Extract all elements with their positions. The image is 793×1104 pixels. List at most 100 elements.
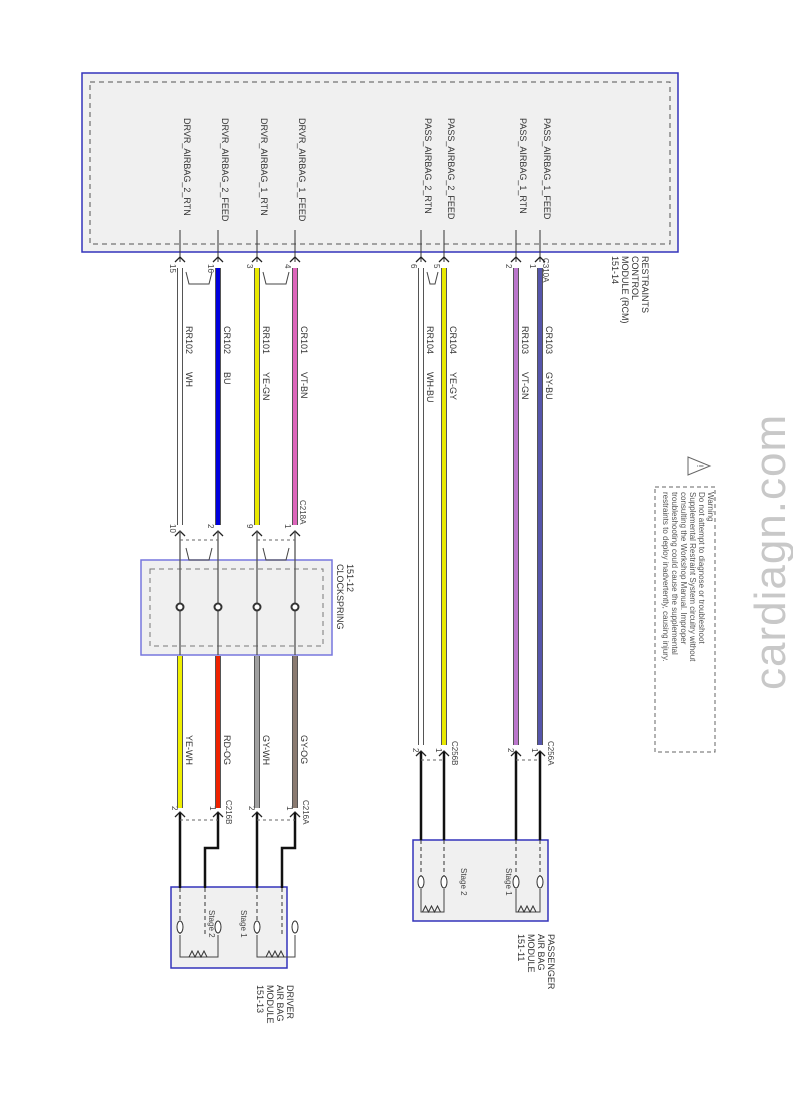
- passenger-module-name-line: MODULE: [526, 934, 536, 973]
- connector-arrow: [251, 256, 263, 263]
- wire-color-label: YE-GN: [261, 372, 271, 401]
- driver-module-name-line: DRIVER: [285, 985, 295, 1020]
- pin-number: 1: [530, 748, 539, 753]
- circuit-label: CR102: [222, 326, 232, 354]
- squib-body: [179, 935, 219, 958]
- warning-exclamation-icon: !: [695, 465, 705, 468]
- warning-line: Warning: [706, 492, 715, 522]
- wire-color-label: GY-BU: [544, 372, 554, 400]
- pin-number: 10: [168, 524, 177, 533]
- warning-triangle-icon: [687, 456, 712, 476]
- clockspring-name: CLOCKSPRING 151-12: [335, 564, 355, 630]
- pin-number: 2: [206, 524, 215, 529]
- warning-line: restraints to deploy inadvertently, caus…: [661, 492, 670, 662]
- pin-number: 1: [434, 748, 443, 753]
- connector-arrow: [510, 750, 522, 757]
- wire-color-label: WH-BU: [425, 372, 435, 403]
- squib-pin-icon: [291, 920, 299, 934]
- pin-number: 2: [247, 806, 256, 811]
- passenger-airbag-module: Stage 2 Stage 1 PASSENGER AIR BAG MODULE…: [412, 839, 556, 990]
- squib-pin-icon: [214, 920, 222, 934]
- pin-number: 2: [504, 264, 513, 269]
- circuit-label: CR104: [448, 326, 458, 354]
- c216a-label: C216A: [301, 800, 310, 825]
- clockspring-contact-icon: [175, 602, 185, 612]
- circuit-label: RR102: [184, 326, 194, 354]
- pin-number: 1: [208, 806, 217, 811]
- pin-number: 16: [206, 264, 215, 273]
- pin-number: 1: [283, 524, 292, 529]
- driver-module-name: DRIVER AIR BAG MODULE 151-13: [255, 985, 295, 1024]
- circuit-label: CR103: [544, 326, 554, 354]
- wire-color-label: GY-WH: [261, 735, 271, 765]
- connector-arrow: [212, 811, 224, 818]
- squib-pin-icon: [536, 875, 544, 889]
- passenger-stage1-label: Stage 1: [504, 868, 513, 896]
- c216b-label: C216B: [224, 800, 233, 824]
- rcm-name-line: 151-14: [610, 256, 620, 284]
- pin-number: 3: [245, 264, 254, 269]
- wire-color-label: VT-GN: [520, 372, 530, 400]
- warning-line: Supplemental Restraint System circuitry …: [688, 492, 697, 662]
- connector-arrow: [415, 750, 427, 757]
- pin-number: 1: [528, 264, 537, 269]
- pin-number: 2: [170, 806, 179, 811]
- clockspring-name-line: CLOCKSPRING: [335, 564, 345, 630]
- driver-module-name-line: AIR BAG: [275, 985, 285, 1022]
- rcm-signal-label: DRVR_AIRBAG_2_RTN: [182, 118, 192, 216]
- rcm-name: RESTRAINTS CONTROL MODULE (RCM) 151-14: [610, 256, 650, 324]
- wire-color-label: YE-GY: [448, 372, 458, 400]
- rcm-connector-label: C310A: [541, 258, 550, 283]
- resistor-icon: [265, 949, 285, 959]
- rcm-module: RESTRAINTS CONTROL MODULE (RCM) 151-14 C…: [81, 72, 679, 324]
- squib-body: [256, 935, 296, 958]
- wire-color-label: BU: [222, 372, 232, 385]
- circuit-label: RR101: [261, 326, 271, 354]
- squib-pin-icon: [253, 920, 261, 934]
- squib-pin-icon: [176, 920, 184, 934]
- twisted-pair-marker: [426, 271, 439, 285]
- twisted-pair-marker: [262, 547, 290, 561]
- twisted-pair-marker: [185, 271, 213, 285]
- rcm-name-line: CONTROL: [630, 256, 640, 300]
- rcm-name-line: RESTRAINTS: [640, 256, 650, 313]
- rcm-signal-label: DRVR_AIRBAG_1_FEED: [297, 118, 307, 222]
- connector-arrow: [415, 256, 427, 263]
- clockspring-name-line: 151-12: [345, 564, 355, 592]
- connector-arrow: [174, 256, 186, 263]
- rcm-signal-label: PASS_AIRBAG_1_FEED: [542, 118, 552, 220]
- passenger-module-name-line: AIR BAG: [536, 934, 546, 971]
- pin-number: 1: [285, 806, 294, 811]
- wires: DRVR_AIRBAG_2_RTN15RR102WH10YE-WHDRVR_AI…: [168, 118, 554, 959]
- warning-line: Do not attempt to diagnose or troublesho…: [697, 492, 706, 644]
- wire-color-label: WH: [184, 372, 194, 387]
- passenger-module-name-line: PASSENGER: [546, 934, 556, 990]
- c218a-label: C218A: [298, 500, 307, 525]
- pin-number: 2: [411, 748, 420, 753]
- driver-module-name-line: MODULE: [265, 985, 275, 1024]
- rcm-signal-label: PASS_AIRBAG_2_FEED: [446, 118, 456, 220]
- warning-line: troubleshooting could cause the suppleme…: [670, 492, 679, 655]
- squib-pin-icon: [512, 875, 520, 889]
- connector-arrow: [174, 811, 186, 818]
- wire-color-label: RD-OG: [222, 735, 232, 765]
- rcm-signal-label: PASS_AIRBAG_1_RTN: [518, 118, 528, 214]
- squib-body: [420, 890, 445, 913]
- rcm-signal-label: DRVR_AIRBAG_1_RTN: [259, 118, 269, 216]
- connector-arrow: [534, 256, 546, 263]
- squib-pin-icon: [417, 875, 425, 889]
- harness-wire: [280, 813, 297, 888]
- clockspring-module: CLOCKSPRING 151-12 C218A: [140, 500, 355, 656]
- harness-wire: [203, 813, 220, 888]
- circuit-label: RR104: [425, 326, 435, 354]
- resistor-icon: [517, 904, 537, 914]
- clockspring-contact-icon: [290, 602, 300, 612]
- c256a-label: C256A: [546, 741, 555, 766]
- pin-number: 4: [283, 264, 292, 269]
- passenger-module-name: PASSENGER AIR BAG MODULE 151-11: [516, 934, 556, 990]
- wire-color-label: VT-BN: [299, 372, 309, 399]
- twisted-pair-marker: [262, 271, 290, 285]
- squib-body: [515, 890, 541, 913]
- connector-arrow: [251, 811, 263, 818]
- rcm-signal-label: DRVR_AIRBAG_2_FEED: [220, 118, 230, 222]
